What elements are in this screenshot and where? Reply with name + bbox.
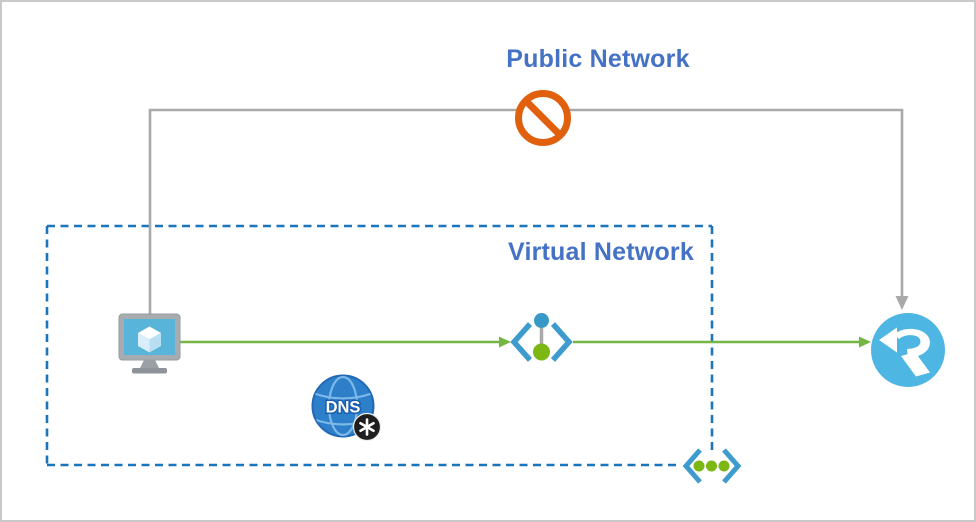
- virtual-network-label: Virtual Network: [508, 238, 694, 266]
- vm-icon: [118, 313, 181, 374]
- public-network-label: Public Network: [506, 45, 690, 73]
- recovery-r-arrow: [879, 327, 930, 377]
- dns-private-badge: [352, 412, 382, 442]
- endpoint-left-bracket: [510, 322, 533, 362]
- link-right-bracket: [722, 448, 742, 484]
- vm-to-endpoint-arrowhead: [499, 336, 511, 348]
- endpoint-blue-dot: [534, 313, 549, 328]
- public-path-arrowhead: [895, 296, 909, 310]
- endpoint-to-recovery-arrowhead: [859, 336, 871, 348]
- dns-icon: DNS: [311, 374, 382, 442]
- vm-stand: [140, 360, 159, 368]
- vm-cube: [138, 326, 161, 353]
- blocked-icon: [515, 90, 571, 146]
- endpoint-green-dot: [533, 343, 550, 361]
- asterisk-icon: [359, 418, 375, 436]
- blocked-icon-slash: [523, 98, 563, 138]
- private-endpoint-icon: [510, 313, 573, 362]
- endpoint-right-bracket: [550, 322, 573, 362]
- link-dots: [693, 460, 730, 472]
- link-left-bracket: [682, 448, 702, 484]
- site-recovery-icon: [871, 313, 945, 387]
- dns-label: DNS: [326, 399, 361, 417]
- vm-base: [132, 368, 167, 374]
- private-link-icon: [682, 448, 742, 484]
